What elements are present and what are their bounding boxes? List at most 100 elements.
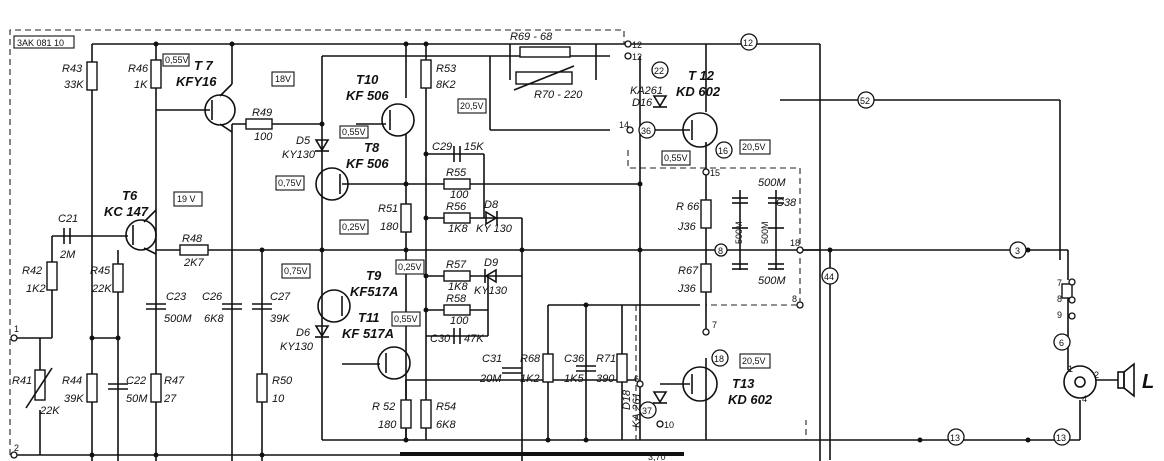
- diode-d6: [314, 325, 330, 338]
- svg-text:500M: 500M: [760, 221, 770, 244]
- resistor-r49: [245, 118, 273, 130]
- svg-text:500M: 500M: [734, 221, 744, 244]
- voltage-label: 0,75V: [278, 178, 302, 188]
- t7-name: T 7: [194, 58, 214, 73]
- capacitor-c27: [252, 303, 272, 310]
- svg-text:KY130: KY130: [282, 149, 316, 161]
- svg-text:R47: R47: [164, 375, 185, 387]
- output-jack: [1061, 278, 1097, 399]
- svg-text:C27: C27: [270, 291, 291, 303]
- speaker-icon: [1117, 362, 1135, 398]
- resistor-r51: [400, 203, 412, 233]
- svg-text:D18: D18: [621, 389, 633, 410]
- svg-text:2: 2: [1094, 370, 1099, 380]
- svg-text:18: 18: [790, 238, 800, 248]
- svg-text:1: 1: [14, 324, 19, 334]
- svg-text:R54: R54: [436, 401, 456, 413]
- resistor-r46: [150, 59, 162, 89]
- node-circles: 12 52 22 36 16 44 3 6 18 37 13 13 8: [638, 33, 1071, 446]
- svg-text:9: 9: [1057, 310, 1062, 320]
- svg-text:8: 8: [792, 294, 797, 304]
- resistor-r45: [112, 263, 124, 293]
- node-label: 6: [1059, 338, 1064, 348]
- resistor-r54: [420, 399, 432, 429]
- svg-text:R67: R67: [678, 265, 699, 277]
- node-label: 3: [1015, 246, 1020, 256]
- transistor-t8: [315, 167, 349, 201]
- svg-text:D6: D6: [296, 327, 311, 339]
- svg-text:D5: D5: [296, 135, 311, 147]
- svg-text:R51: R51: [378, 203, 398, 215]
- svg-text:C30: C30: [430, 333, 451, 345]
- voltage-boxes: 0,55V 18V 19 V 0,55V 0,75V 0,25V 20,5V 0…: [162, 53, 771, 369]
- svg-text:R69 - 68: R69 - 68: [510, 31, 553, 43]
- voltage-label: 0,55V: [165, 55, 189, 65]
- svg-text:KY 130: KY 130: [476, 223, 513, 235]
- node-label: 22: [654, 66, 664, 76]
- voltage-label: 19 V: [177, 194, 196, 204]
- svg-text:R41: R41: [12, 375, 32, 387]
- node-label: 13: [950, 433, 960, 443]
- resistor-r66: [700, 199, 712, 229]
- svg-text:R45: R45: [90, 265, 111, 277]
- node-label: 37: [642, 406, 652, 416]
- svg-text:20M: 20M: [479, 373, 502, 385]
- t10-name: T10: [356, 72, 379, 87]
- svg-text:R56: R56: [446, 201, 467, 213]
- resistors: [25, 46, 712, 429]
- svg-text:100: 100: [450, 315, 469, 327]
- t6-type: KC 147: [104, 204, 149, 219]
- t11-type: KF 517A: [342, 326, 394, 341]
- capacitor-c31: [502, 367, 522, 374]
- voltage-label: 0,75V: [284, 266, 308, 276]
- svg-text:C38: C38: [776, 197, 797, 209]
- svg-text:100: 100: [254, 131, 273, 143]
- resistor-r56: [443, 212, 471, 224]
- svg-text:6K8: 6K8: [436, 419, 456, 431]
- svg-text:8: 8: [1057, 294, 1062, 304]
- voltage-label: 20,5V: [742, 142, 766, 152]
- t13-name: T13: [732, 376, 755, 391]
- resistor-r47: [150, 373, 162, 403]
- svg-text:C21: C21: [58, 213, 78, 225]
- svg-text:100: 100: [450, 189, 469, 201]
- t9-name: T9: [366, 268, 382, 283]
- svg-text:39K: 39K: [270, 313, 290, 325]
- resistor-r57: [443, 270, 471, 282]
- diode-d5: [314, 139, 330, 152]
- svg-text:15: 15: [710, 168, 720, 178]
- svg-text:15K: 15K: [464, 141, 484, 153]
- svg-text:1K2: 1K2: [520, 373, 540, 385]
- capacitors: [63, 146, 784, 390]
- svg-text:10: 10: [272, 393, 285, 405]
- resistor-r68: [542, 353, 554, 383]
- svg-text:47K: 47K: [464, 333, 484, 345]
- svg-text:14: 14: [619, 120, 629, 130]
- node-label: 18: [714, 354, 724, 364]
- capacitor-c21: [63, 228, 71, 244]
- t8-name: T8: [364, 140, 380, 155]
- board-outline: 3AK 081 10: [9, 29, 807, 455]
- svg-text:180: 180: [378, 419, 397, 431]
- svg-text:R55: R55: [446, 167, 467, 179]
- resistor-r71: [616, 353, 628, 383]
- svg-text:12: 12: [632, 40, 642, 50]
- svg-text:C26: C26: [202, 291, 223, 303]
- capacitor-c22: [108, 383, 128, 390]
- svg-text:J36: J36: [677, 283, 697, 295]
- t12-type: KD 602: [676, 84, 721, 99]
- svg-text:D16: D16: [632, 97, 653, 109]
- svg-text:R42: R42: [22, 265, 42, 277]
- transistor-labels: T 7 KFY16 T6 KC 147 T10 KF 506 T8 KF 506…: [104, 58, 773, 407]
- diode-d18: [652, 391, 668, 404]
- transistor-t9: [317, 289, 351, 323]
- resistor-r48: [179, 244, 209, 256]
- transistor-t6: [125, 219, 157, 251]
- node-label: 8: [718, 246, 723, 256]
- svg-text:R44: R44: [62, 375, 82, 387]
- t9-type: KF517A: [350, 284, 398, 299]
- svg-text:22K: 22K: [39, 405, 60, 417]
- resistor-r69: [519, 46, 571, 58]
